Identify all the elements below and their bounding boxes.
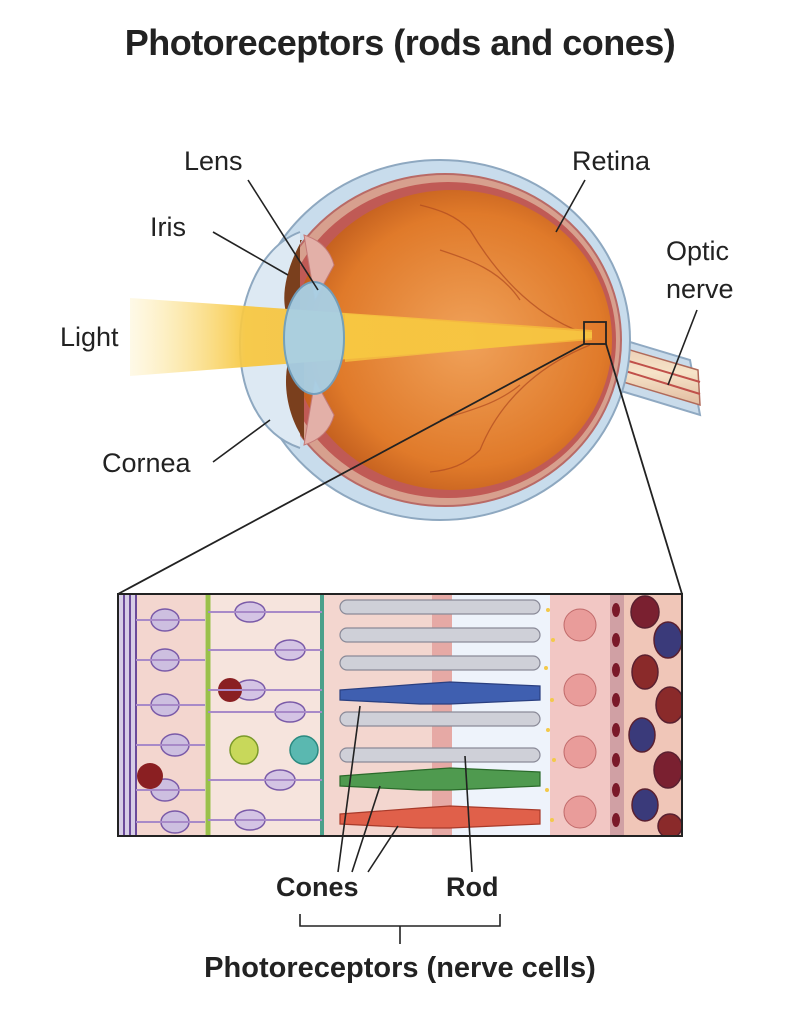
lens-label: Lens [184,146,243,176]
rod-label: Rod [446,872,499,902]
lens-shape [283,281,345,395]
optic-nerve-label-line2: nerve [666,274,734,304]
cones-label: Cones [276,872,359,902]
cone-green [339,767,541,791]
optic-nerve-label-line1: Optic [666,236,730,266]
retina-cross-section [118,594,682,836]
retina-zoom-box [583,321,607,345]
iris-label: Iris [150,212,186,242]
photoreceptors-caption: Photoreceptors (nerve cells) [204,952,596,984]
cone-blue [339,681,541,705]
optic-nerve-label: Optic nerve [666,232,734,308]
cornea-label: Cornea [102,448,191,478]
page-title: Photoreceptors (rods and cones) [124,22,676,63]
retina-label: Retina [572,146,651,176]
light-label: Light [60,322,119,352]
photoreceptor-bracket [299,914,501,944]
